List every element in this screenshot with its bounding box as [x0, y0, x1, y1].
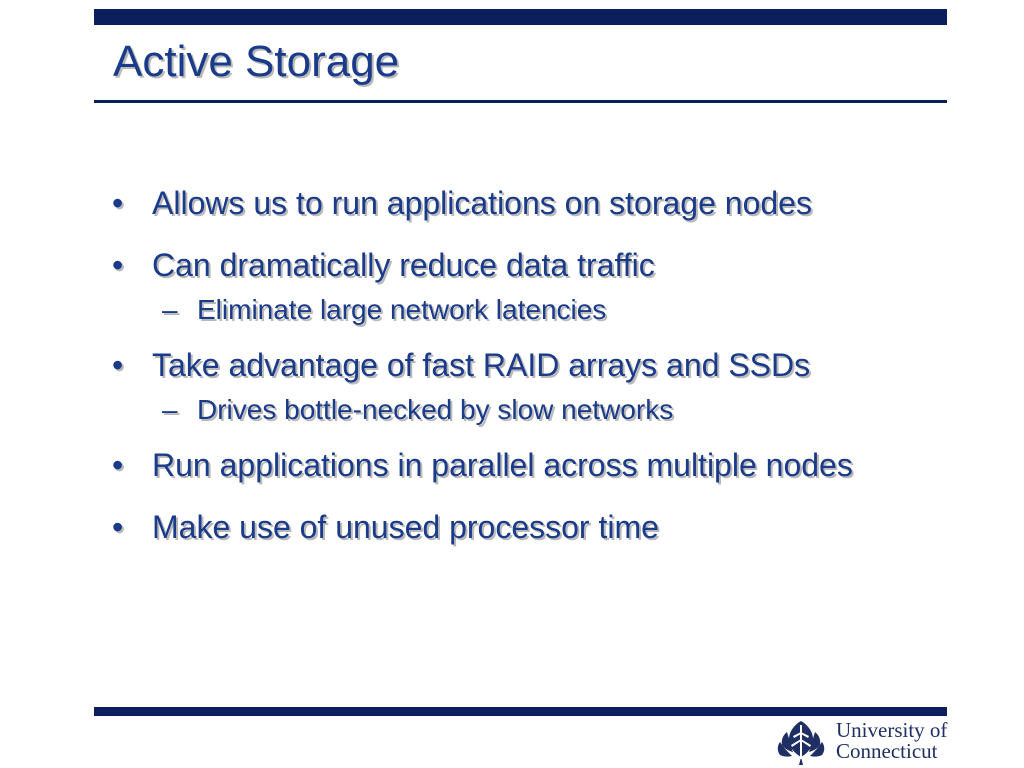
bullet-item-raid-ssd: • Take advantage of fast RAID arrays and… [112, 345, 942, 427]
university-logo-text: University of Connecticut [836, 720, 947, 762]
bullet-item-storage-apps: • Allows us to run applications on stora… [112, 183, 942, 223]
slide-title: Active Storage [113, 37, 400, 86]
title-divider [94, 100, 947, 103]
bullet-marker: • [112, 247, 124, 283]
logo-line-2: Connecticut [836, 739, 938, 763]
bullet-marker: • [112, 447, 124, 483]
sub-bullet-marker: – [162, 394, 178, 425]
bullet-marker: • [112, 347, 124, 383]
logo-line-1: University of [836, 718, 948, 742]
bullet-marker: • [112, 185, 124, 221]
sub-bullet-text: Eliminate large network latencies [197, 294, 607, 325]
bullet-marker: • [112, 509, 124, 545]
bullet-text: Allows us to run applications on storage… [152, 185, 812, 221]
sub-bullet-item-latencies: – Eliminate large network latencies [152, 293, 942, 327]
sub-bullet-list: – Drives bottle-necked by slow networks [152, 393, 942, 427]
bottom-footer-bar [94, 707, 947, 716]
bullet-list: • Allows us to run applications on stora… [112, 183, 942, 569]
bullet-text: Make use of unused processor time [152, 509, 659, 545]
bullet-text: Take advantage of fast RAID arrays and S… [152, 347, 811, 383]
sub-bullet-marker: – [162, 294, 178, 325]
bullet-text: Can dramatically reduce data traffic [152, 247, 655, 283]
university-logo: University of Connecticut [775, 718, 950, 766]
university-seal-icon [777, 721, 825, 765]
bullet-item-parallel: • Run applications in parallel across mu… [112, 445, 942, 485]
top-header-bar [94, 9, 947, 25]
sub-bullet-text: Drives bottle-necked by slow networks [197, 394, 674, 425]
sub-bullet-item-bottlenecked: – Drives bottle-necked by slow networks [152, 393, 942, 427]
sub-bullet-list: – Eliminate large network latencies [152, 293, 942, 327]
bullet-text: Run applications in parallel across mult… [152, 447, 853, 483]
bullet-item-reduce-traffic: • Can dramatically reduce data traffic –… [112, 245, 942, 327]
bullet-item-processor-time: • Make use of unused processor time [112, 507, 942, 547]
